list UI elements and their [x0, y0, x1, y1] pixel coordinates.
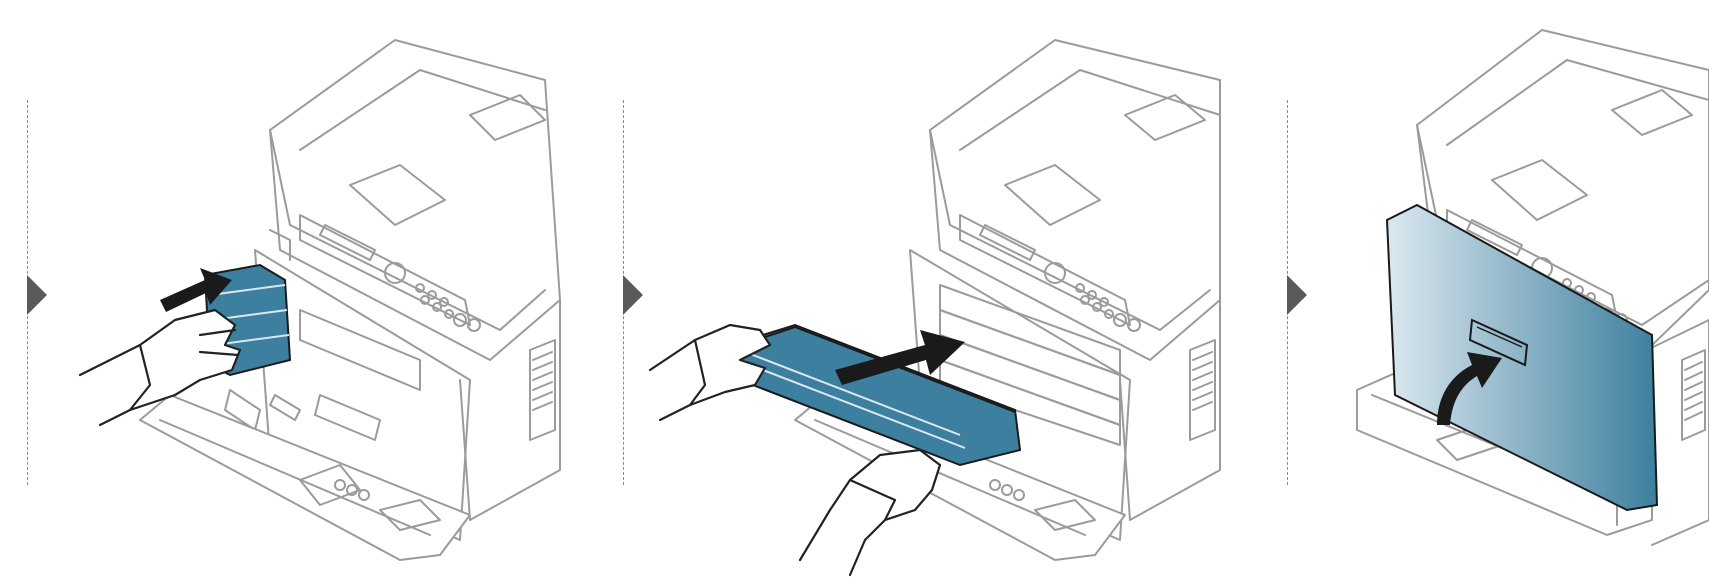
step-2-illustration — [648, 39, 1221, 577]
step-3-illustration — [1356, 29, 1709, 546]
step-marker-3-icon — [1287, 275, 1307, 315]
printer-body-outline — [224, 39, 561, 541]
step-marker-1-icon — [27, 275, 47, 315]
arrow-insert-icon — [835, 330, 965, 385]
front-cover-blue — [1385, 203, 1659, 512]
hand-left — [78, 308, 242, 427]
step-marker-2-icon — [623, 275, 643, 315]
open-front-door — [139, 394, 471, 561]
hand-right — [798, 448, 942, 577]
arrow-curved-up-icon — [1437, 352, 1502, 425]
step-1-illustration — [78, 39, 561, 561]
printer-body-outline — [909, 39, 1221, 541]
hand-left — [648, 323, 772, 422]
arrow-push-icon — [160, 268, 232, 312]
